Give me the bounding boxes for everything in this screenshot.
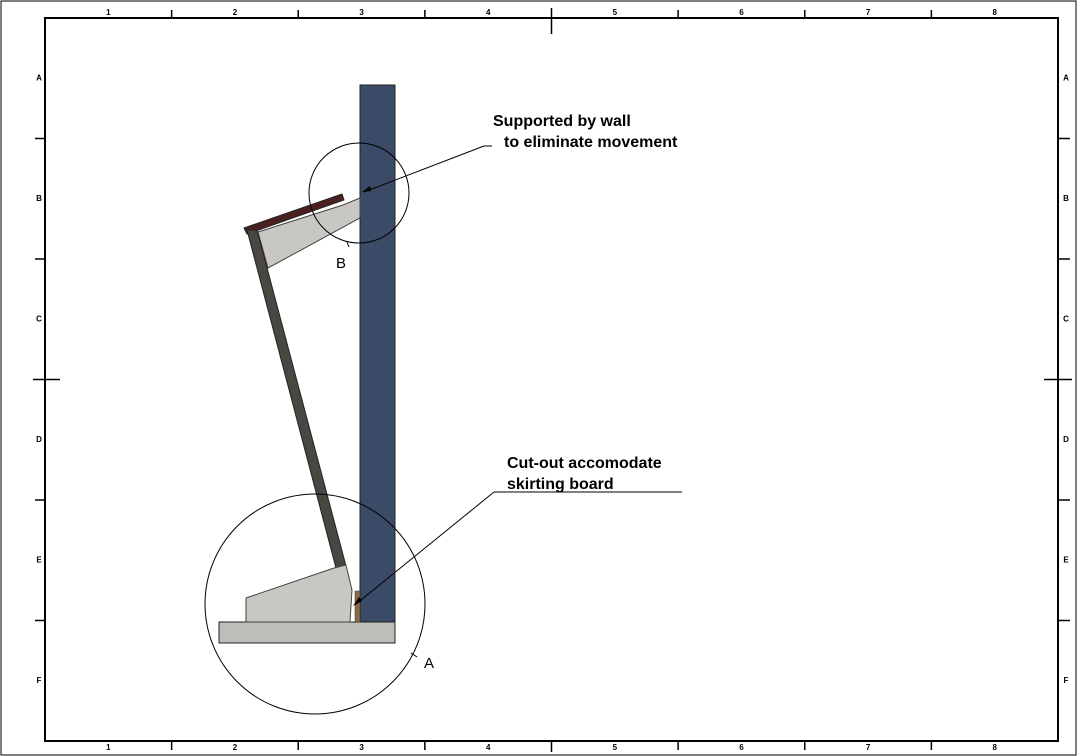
frame-row-label-left: F	[37, 676, 42, 685]
frame-row-label-right: A	[1063, 73, 1069, 82]
floor	[218, 621, 396, 644]
detail-label-b: B	[336, 255, 346, 272]
frame-col-label-top: 6	[739, 8, 744, 17]
annotation-cutout-line1: Cut-out accomodate	[507, 455, 662, 472]
frame-col-label-bottom: 7	[866, 743, 871, 752]
frame-row-label-right: E	[1063, 555, 1069, 564]
frame-col-label-bottom: 3	[359, 743, 364, 752]
frame-col-label-top: 5	[613, 8, 618, 17]
detail-circle-a	[204, 493, 426, 715]
frame-col-label-top: 2	[233, 8, 238, 17]
frame-col-label-top: 7	[866, 8, 871, 17]
bottom-leader-arrow	[353, 597, 362, 606]
annotation-cutout-line2: skirting board	[507, 476, 614, 493]
frame-row-label-left: B	[36, 194, 42, 203]
detail-label-a: A	[424, 655, 434, 672]
frame-row-label-left: D	[36, 435, 42, 444]
frame-row-label-left: A	[36, 73, 42, 82]
frame-row-label-right: F	[1064, 676, 1069, 685]
skirting-board	[354, 590, 361, 623]
frame-col-label-top: 4	[486, 8, 491, 17]
detail-circle-b	[308, 142, 410, 244]
frame-row-label-left: E	[36, 555, 42, 564]
frame-col-label-bottom: 6	[739, 743, 744, 752]
frame-col-label-bottom: 1	[106, 743, 111, 752]
top-leader-line	[363, 145, 485, 193]
upper-bracket	[257, 197, 361, 269]
frame-row-label-right: D	[1063, 435, 1069, 444]
annotation-supported-line2: to eliminate movement	[504, 134, 678, 151]
frame-row-label-right: B	[1063, 194, 1069, 203]
frame-col-label-top: 3	[359, 8, 364, 17]
frame-col-label-top: 8	[992, 8, 997, 17]
frame-row-label-left: C	[36, 314, 42, 323]
top-board	[243, 193, 345, 235]
bottom-leader-line	[355, 491, 495, 605]
frame-col-label-bottom: 4	[486, 743, 491, 752]
detail-b-leader	[346, 241, 350, 248]
frame-col-label-bottom: 2	[233, 743, 238, 752]
detail-a-leader	[410, 652, 418, 658]
frame-col-label-bottom: 5	[613, 743, 618, 752]
frame-row-label-right: C	[1063, 314, 1069, 323]
top-leader-arrow	[362, 186, 371, 192]
annotation-supported-line1: Supported by wall	[493, 113, 631, 130]
frame-col-label-top: 1	[106, 8, 111, 17]
frame-col-label-bottom: 8	[992, 743, 997, 752]
leg	[246, 229, 347, 569]
lower-bracket	[245, 564, 353, 623]
wall	[359, 84, 396, 623]
